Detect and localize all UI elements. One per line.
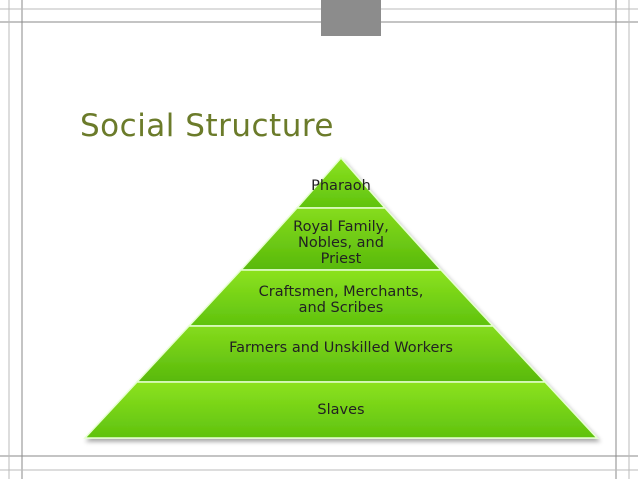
tier-label-farmers: Farmers and Unskilled Workers — [191, 340, 491, 356]
tier-label-line: Priest — [320, 251, 362, 267]
tier-label-line: Nobles, and — [298, 235, 384, 251]
tier-label-pharaoh: Pharaoh — [291, 178, 391, 194]
tier-label-royal-family: Royal Family, Nobles, and Priest — [271, 219, 411, 267]
tier-label-craftsmen: Craftsmen, Merchants, and Scribes — [236, 284, 446, 316]
tier-label-line: and Scribes — [298, 300, 384, 316]
tier-label-slaves: Slaves — [291, 402, 391, 418]
pyramid-tier-5 — [83, 381, 599, 439]
slide-title: Social Structure — [80, 108, 334, 144]
tier-label-line: Craftsmen, Merchants, — [258, 284, 424, 300]
accent-box — [321, 0, 381, 36]
tier-label-line: Farmers and Unskilled Workers — [229, 340, 453, 356]
tier-label-line: Royal Family, — [293, 219, 389, 235]
tier-label-line: Slaves — [317, 402, 365, 418]
tier-label-line: Pharaoh — [311, 178, 371, 194]
